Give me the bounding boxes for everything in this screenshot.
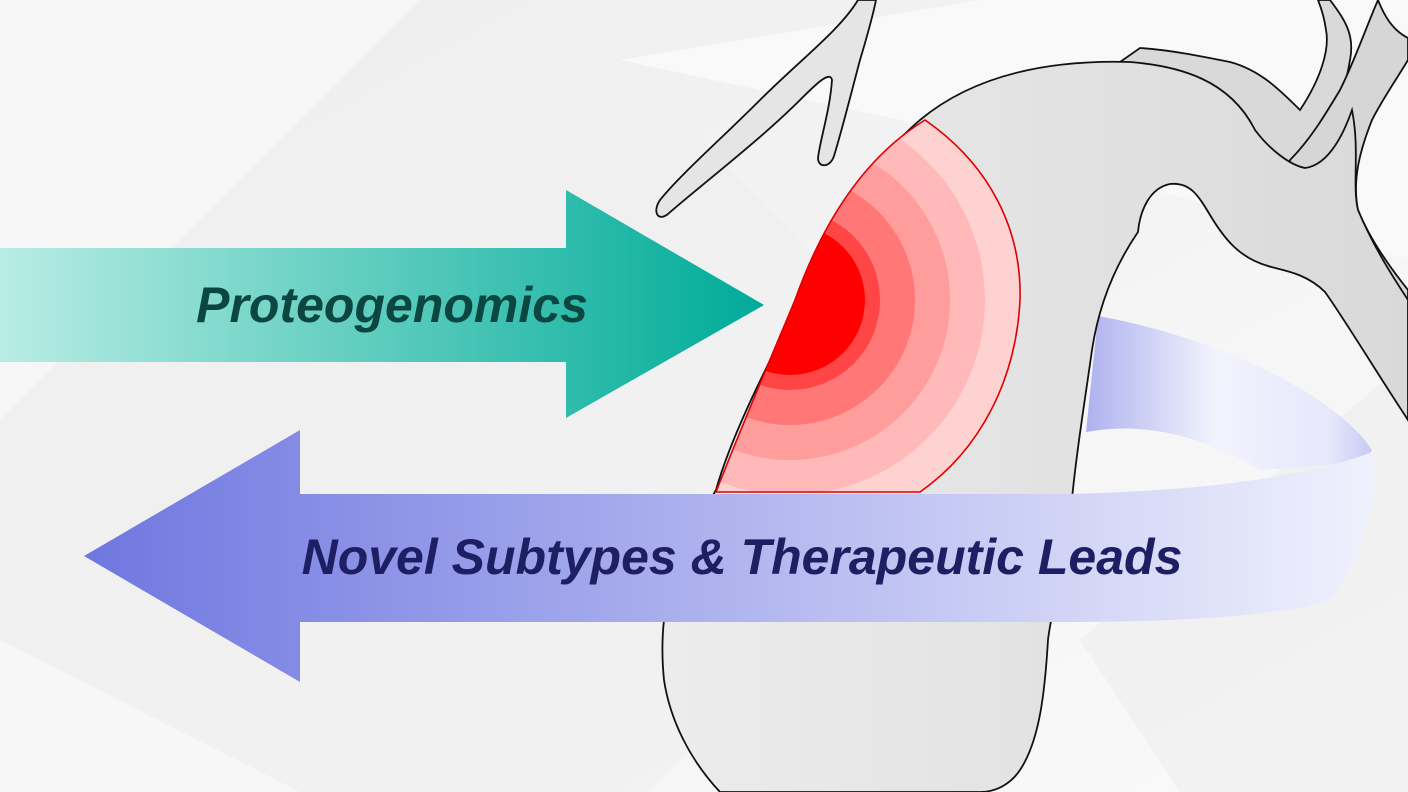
forward-arrow: Proteogenomics	[0, 190, 764, 418]
forward-arrow-label: Proteogenomics	[196, 277, 588, 333]
loop-ribbon-back	[1086, 316, 1372, 470]
backward-arrow-label: Novel Subtypes & Therapeutic Leads	[302, 529, 1183, 585]
backward-arrow: Novel Subtypes & Therapeutic Leads	[84, 430, 1374, 682]
